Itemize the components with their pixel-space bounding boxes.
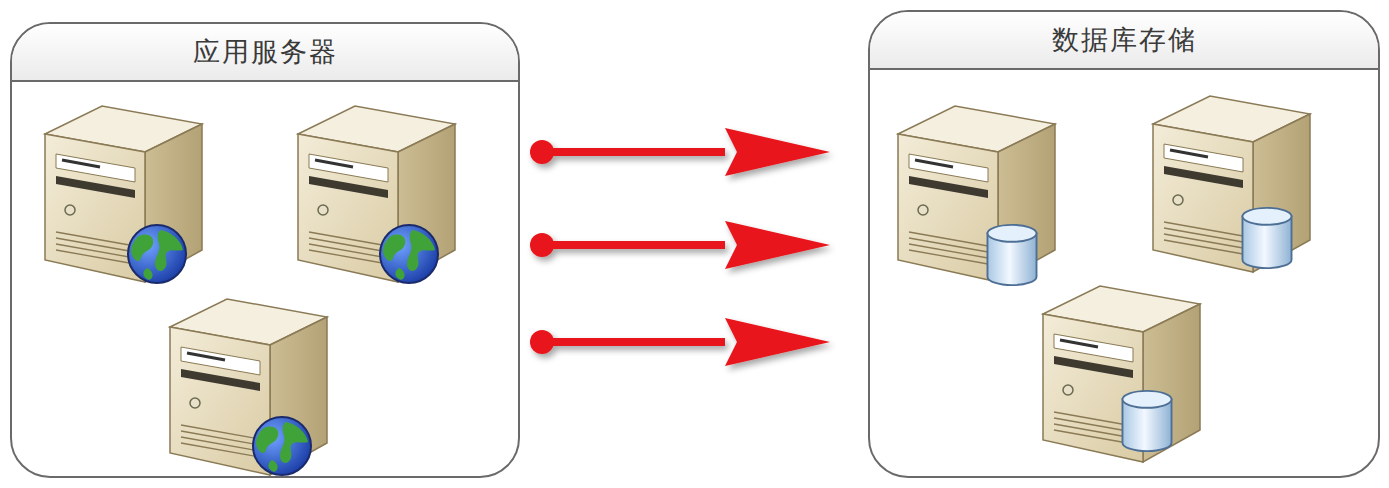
header-band: 数据库存储	[870, 12, 1378, 70]
header-band: 应用服务器	[12, 24, 518, 82]
web-server	[45, 106, 202, 283]
web-server	[298, 106, 455, 283]
database-server	[1043, 286, 1200, 462]
flow-arrow	[530, 318, 830, 366]
flow-arrow	[530, 128, 830, 176]
database-server	[1153, 96, 1310, 272]
web-server	[170, 299, 327, 475]
group-title: 应用服务器	[193, 34, 338, 70]
group-title: 数据库存储	[1052, 22, 1197, 58]
database-server	[898, 106, 1055, 285]
flow-arrow	[530, 221, 830, 269]
